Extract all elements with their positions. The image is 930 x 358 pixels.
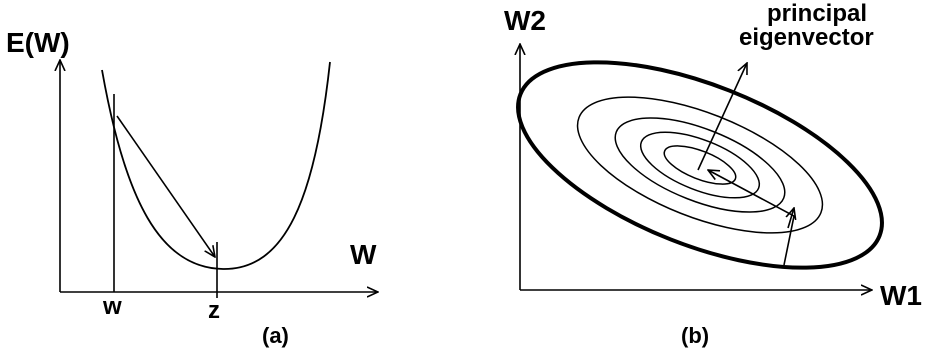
eigenvector-arrow [697,63,747,171]
panel-b: principal eigenvector W2 W1 (b) [504,0,922,348]
annotation-eigenvector: eigenvector [739,24,874,51]
tick-label-z: z [208,297,220,324]
contour-inner [663,145,737,185]
panel-a: E(W) W w z (a) [6,27,378,348]
contour-2 [576,96,824,234]
annotation-principal: principal [767,0,867,27]
contour-ellipses [516,60,884,270]
error-curve [101,61,331,270]
descent-path-tip [788,208,794,229]
contour-outer [516,60,884,270]
gradient-step-arrow [116,115,215,257]
contour-3 [614,117,786,213]
panel-a-caption: (a) [262,323,289,348]
panel-a-y-label: E(W) [6,27,70,58]
panel-b-y-label: W2 [504,5,546,36]
panel-b-caption: (b) [681,323,709,348]
tick-label-w: w [102,293,122,320]
panel-a-x-label: W [350,239,377,270]
panel-b-x-label: W1 [880,280,922,311]
contour-4 [639,131,761,199]
